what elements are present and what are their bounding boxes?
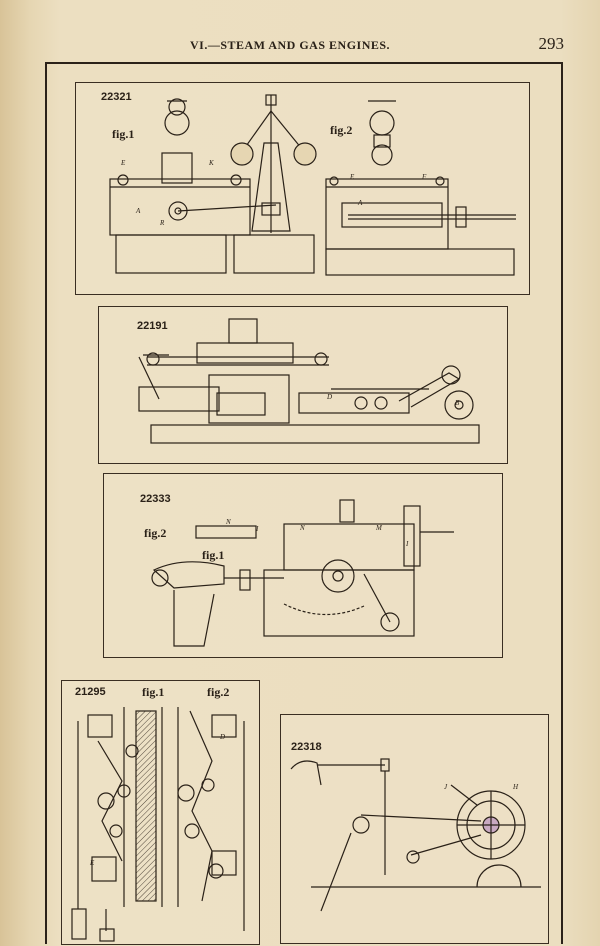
part-letter: I [256,525,259,533]
page-header: VI.—STEAM AND GAS ENGINES. 293 [60,34,570,58]
page-number: 293 [538,34,565,53]
plate-21295: 21295 fig.1 fig.2 D E [61,680,260,945]
patent-number: 22321 [101,91,132,103]
part-letter: B [455,399,460,407]
plate-22321: 22321 fig.1 fig.2 E K A R E F A [75,82,530,295]
figure-label: fig.1 [142,685,165,699]
figure-label: fig.2 [144,526,167,540]
part-letter: F [422,173,427,181]
figure-label: fig.2 [330,123,353,137]
patent-number: 22318 [291,741,322,753]
part-letter: E [121,159,126,167]
engraving-22333 [151,499,454,647]
part-letter: N [226,518,231,526]
figure-label: fig.1 [202,548,225,562]
part-letter: A [136,207,141,215]
part-letter: J [444,783,448,791]
engraving-22191 [138,318,480,444]
plate-22191: 22191 D B [98,306,508,464]
patent-number: 21295 [75,686,106,698]
section-title: VI.—STEAM AND GAS ENGINES. [190,38,391,52]
patent-number: 22191 [137,320,168,332]
part-letter: N [300,524,305,532]
plate-22333: 22333 fig.2 fig.1 N I N M I [103,473,503,658]
part-letter: D [327,393,333,401]
part-letter: M [376,524,382,532]
part-letter: R [160,219,165,227]
part-letter: H [513,783,519,791]
page-frame [45,62,563,944]
engraving-22321 [109,94,516,276]
figure-label: fig.1 [112,127,135,141]
plate-22318: 22318 J H [280,714,549,944]
part-letter: I [406,540,409,548]
figure-label: fig.2 [207,685,230,699]
engraving-22318 [290,758,541,912]
part-letter: E [350,173,355,181]
patent-number: 22333 [140,493,171,505]
engraving-21295 [71,707,245,942]
part-letter: K [209,159,214,167]
